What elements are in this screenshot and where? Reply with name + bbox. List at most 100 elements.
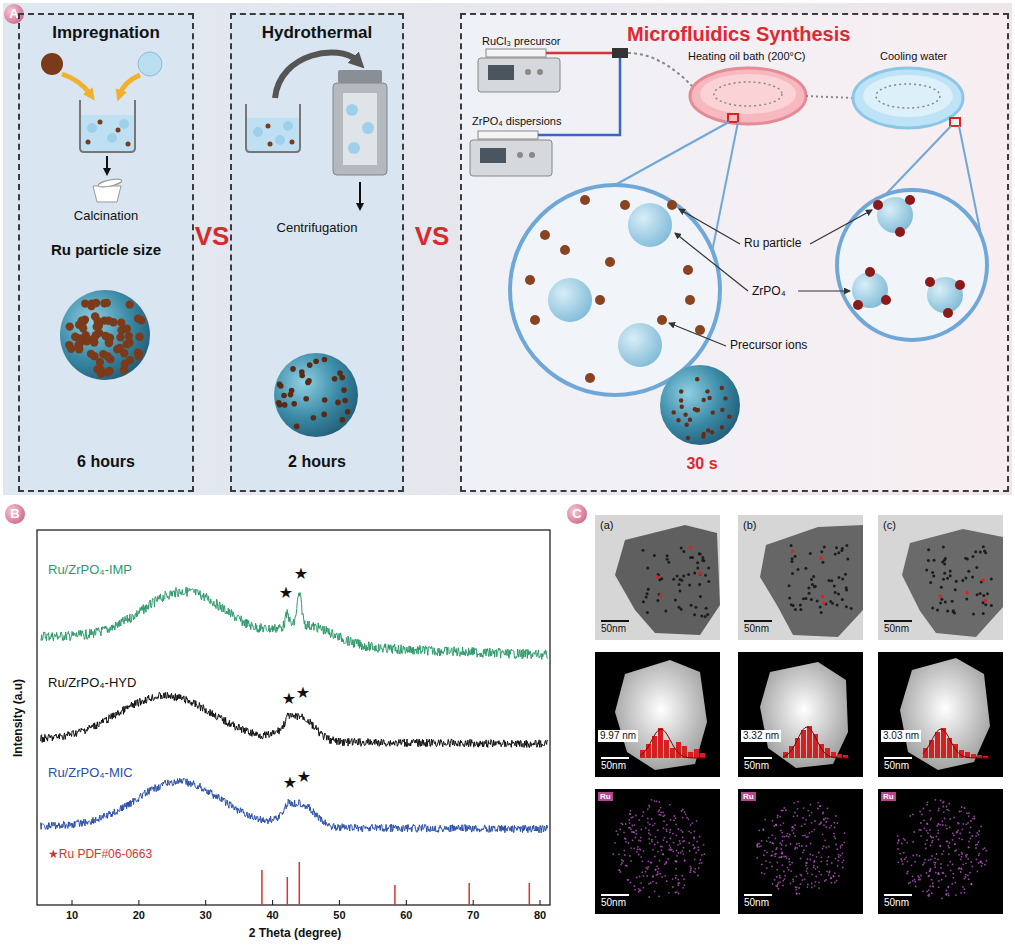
- ru-map-dot: [775, 824, 777, 826]
- ru-map-dot: [675, 861, 677, 863]
- ru-map-dot: [938, 830, 940, 832]
- leader-line: [669, 209, 872, 346]
- ru-particle: [281, 393, 287, 399]
- microfluidic-illustration: [905, 195, 915, 205]
- ru-map-dot: [970, 826, 972, 828]
- ru-map-dot: [795, 889, 797, 891]
- ru-map-dot: [824, 880, 826, 882]
- ru-particle: [290, 366, 296, 372]
- reference-tick: [261, 870, 263, 905]
- ru-map-dot: [923, 808, 925, 810]
- ru-map-dot: [920, 835, 922, 837]
- impregnation-illustration: [93, 186, 121, 202]
- tem-images: [615, 525, 720, 635]
- ru-map-dot: [824, 839, 826, 841]
- scale-label: 50nm: [601, 760, 626, 772]
- ru-map-dot: [773, 825, 775, 827]
- tem-particle: [954, 588, 957, 591]
- xrd-plot: [138, 900, 139, 905]
- ru-map-dot: [800, 858, 802, 860]
- histogram-bar: [795, 738, 800, 758]
- ru-map-dot: [675, 875, 677, 877]
- tem-particle: [845, 589, 848, 592]
- tem-images: [595, 515, 720, 640]
- ru-map-dot: [775, 838, 777, 840]
- ru-map-dot: [964, 807, 966, 809]
- ru-map-dot: [640, 849, 642, 851]
- ru-map-dot: [968, 815, 970, 817]
- ru-map-dot: [801, 879, 803, 881]
- tem-particle: [647, 588, 650, 591]
- ru-map-dot: [822, 833, 824, 835]
- ru-map-dot: [958, 868, 960, 870]
- ru-map-dot: [669, 838, 671, 840]
- tem-particle: [794, 608, 797, 611]
- tem-particle: [645, 595, 648, 598]
- tem-particle: [949, 574, 952, 577]
- tem-particle: [844, 573, 847, 576]
- tem-particle: [982, 594, 985, 597]
- ru-map-dot: [660, 845, 662, 847]
- ru-particle: [705, 389, 709, 393]
- ru-map-dot: [645, 871, 647, 873]
- ru-map-dot: [947, 845, 949, 847]
- ru-map-dot: [679, 882, 681, 884]
- ru-map-dot: [796, 893, 798, 895]
- ru-map-dot: [932, 886, 934, 888]
- ru-map-dot: [938, 839, 940, 841]
- ru-map-dot: [757, 844, 759, 846]
- ru-map-dot: [901, 860, 903, 862]
- ru-map-dot: [829, 827, 831, 829]
- ru-map-dot: [640, 856, 642, 858]
- ru-map-dot: [634, 889, 636, 891]
- method-box: ImpregnationCalcinationRu particle size6…: [18, 13, 194, 492]
- bath-label: Heating oil bath (200°C): [688, 50, 806, 63]
- ru-map-dot: [774, 879, 776, 881]
- ru-map-dot: [799, 845, 801, 847]
- microfluidic-illustration: [943, 308, 953, 318]
- ru-map-dot: [756, 844, 758, 846]
- ru-map-dot: [625, 864, 627, 866]
- size-label: 3.03 nm: [881, 730, 921, 742]
- ru-map-dot: [838, 875, 840, 877]
- ru-map-dot: [781, 844, 783, 846]
- ru-particle: [335, 400, 341, 406]
- ru-map-dot: [930, 869, 932, 871]
- ru-particle: [702, 432, 706, 436]
- ru-map-dot: [978, 854, 980, 856]
- tem-particle: [925, 568, 928, 571]
- ru-map-dot: [963, 878, 965, 880]
- ru-map-dot: [927, 876, 929, 878]
- ru-map-dot: [959, 833, 961, 835]
- ru-map-dot: [818, 881, 820, 883]
- ru-particle: [276, 400, 282, 406]
- tem-particle: [820, 611, 823, 614]
- ru-map-dot: [650, 834, 652, 836]
- tem-particle: [646, 611, 649, 614]
- scale-bar: [744, 894, 772, 896]
- ru-map-dot: [649, 824, 651, 826]
- ru-map-dot: [838, 856, 840, 858]
- ru-map-dot: [919, 879, 921, 881]
- ru-map-dot: [938, 810, 940, 812]
- ru-map-dot: [662, 811, 664, 813]
- panel: B: [4, 503, 26, 525]
- ru-map-dot: [655, 869, 657, 871]
- ru-particle: [134, 314, 142, 322]
- reference-tick: [468, 883, 470, 905]
- ru-map-dot: [621, 862, 623, 864]
- ru-map-dot: [928, 894, 930, 896]
- histogram-bar: [676, 742, 681, 758]
- ru-map-dot: [677, 844, 679, 846]
- ru-map-dot: [667, 858, 669, 860]
- tem-particle: [809, 552, 812, 555]
- ru-map-dot: [936, 853, 938, 855]
- ru-map-dot: [916, 854, 918, 856]
- ru-map-dot: [813, 829, 815, 831]
- hydrothermal-illustration: [246, 104, 300, 152]
- ru-particle: [92, 299, 100, 307]
- ru-map-dot: [682, 809, 684, 811]
- ru-map-dot: [912, 841, 914, 843]
- ru-map-dot: [818, 887, 820, 889]
- ru-map-dot: [645, 867, 647, 869]
